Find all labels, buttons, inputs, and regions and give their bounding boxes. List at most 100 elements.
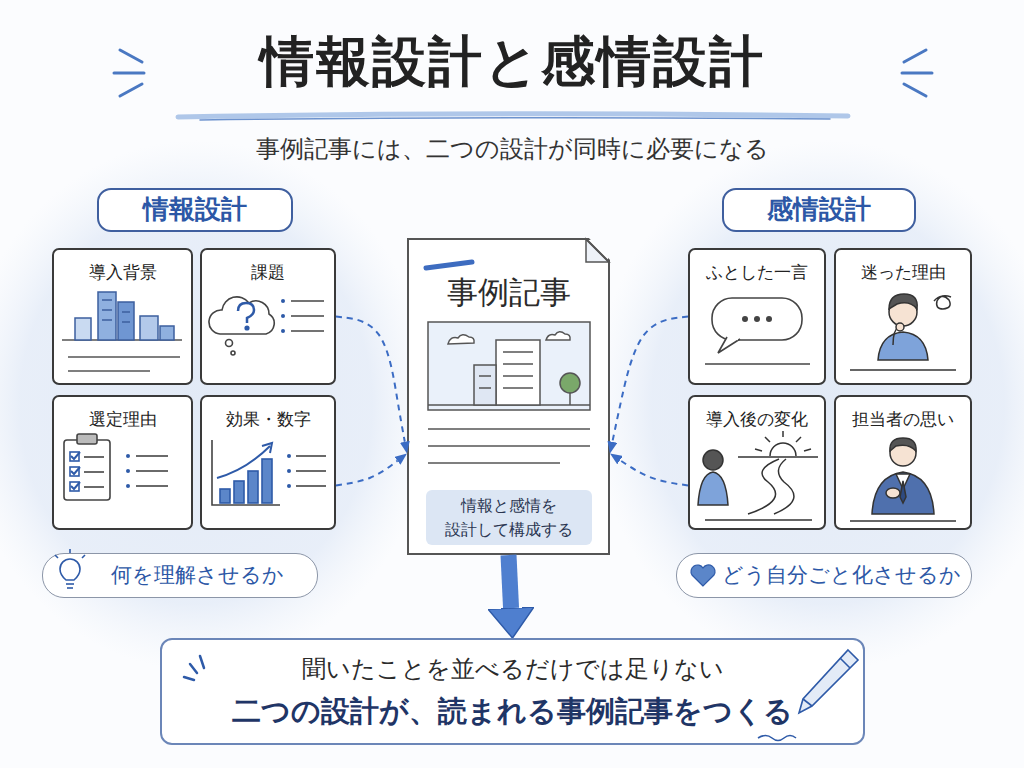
sparkle-marks (200, 656, 204, 668)
question-cloud-icon (245, 326, 249, 330)
topic-card: 迷った理由 (834, 248, 972, 385)
checklist-icon (77, 434, 97, 444)
document-art (479, 387, 491, 389)
bar-chart-icon (248, 471, 258, 503)
summary-pill: どう自分ごと化させるか (676, 553, 972, 598)
checklist-icon (126, 469, 130, 473)
bulb-icon (60, 559, 80, 580)
node-text: 何を理解させるか (111, 563, 284, 588)
sincere-person-icon (900, 481, 906, 503)
speech-bubble-icon (729, 337, 738, 339)
sparkle-marks (184, 656, 204, 680)
document-art (428, 462, 560, 464)
buildings-icon (68, 370, 150, 372)
node-text: 聞いたことを並べるだけでは足りない (302, 655, 724, 684)
document-art (503, 387, 533, 389)
topic-card: 導入背景 (52, 248, 193, 385)
diagram-title: 情報設計と感情設計 (0, 26, 1024, 99)
bar-chart-icon (212, 440, 326, 505)
buildings-icon (102, 309, 112, 311)
sparkle-marks (184, 677, 194, 680)
flow-arrow (612, 317, 688, 442)
title-accent (120, 84, 142, 96)
bar-chart-icon (296, 470, 326, 472)
bar-chart-icon (287, 469, 291, 473)
node-text: 情報設計 (143, 194, 247, 225)
sincere-person-icon (890, 440, 916, 466)
sincere-person-icon (850, 520, 956, 522)
connector-group (336, 317, 688, 609)
checklist-icon (84, 486, 104, 488)
document-art (426, 235, 613, 463)
buildings-icon (160, 326, 174, 340)
document-art (474, 365, 496, 405)
document-art (496, 340, 540, 405)
flow-arrow (336, 317, 405, 442)
title-underline (178, 114, 848, 117)
flow-arrow (620, 460, 688, 485)
checklist-icon (70, 467, 79, 476)
buildings-icon (68, 356, 180, 358)
topic-card: 課題 (200, 248, 336, 385)
note-box: 情報と感情を 設計して構成する (426, 490, 592, 545)
speech-bubble-icon (712, 298, 802, 340)
sparkle-marks (190, 664, 197, 673)
question-cloud-icon (226, 340, 233, 347)
topic-card: 担当者の思い (834, 395, 972, 530)
thinking-person-icon (934, 296, 951, 309)
bulb-icon (55, 549, 85, 588)
sunrise-path-icon (765, 437, 770, 442)
sincere-person-icon (890, 438, 916, 451)
speech-bubble-icon (742, 316, 748, 322)
bar-chart-icon (296, 455, 326, 457)
document-art (428, 322, 590, 410)
pen-icon (758, 736, 796, 741)
node-text: 事例記事 (447, 274, 571, 311)
thinking-person-icon (878, 332, 928, 360)
document-art (448, 335, 474, 344)
checklist-icon (136, 470, 168, 472)
question-cloud-icon (291, 315, 324, 317)
pen-icon (803, 699, 812, 706)
node-text: 感情設計 (767, 194, 871, 225)
title-underline (200, 118, 830, 120)
bulb-icon (55, 555, 58, 558)
node-text: 導入背景 (89, 262, 157, 282)
document-art (546, 332, 570, 340)
node-text: 課題 (251, 262, 285, 282)
node-text: 迷った理由 (861, 262, 946, 282)
document-art (428, 445, 590, 447)
bar-chart-icon (296, 485, 326, 487)
question-cloud-icon (291, 330, 324, 332)
node-text: 導入後の変化 (706, 409, 808, 429)
right-blob (593, 140, 1024, 670)
node-text: 情報と感情を 設計して構成する (436, 494, 582, 540)
bar-chart-icon (262, 459, 272, 503)
bar-chart-icon (220, 489, 230, 503)
speech-bubble-icon (705, 363, 810, 365)
checklist-icon (70, 452, 79, 461)
title-accent (120, 50, 142, 62)
summary-pill: 何を理解させるか (42, 553, 318, 598)
flow-arrow (509, 555, 512, 608)
checklist-icon (64, 440, 110, 500)
bulb-icon (66, 583, 74, 585)
sunrise-path-icon (796, 437, 801, 442)
sunrise-path-icon (698, 472, 728, 505)
buildings-icon (118, 302, 134, 340)
document-art (586, 235, 613, 263)
document-art (586, 239, 609, 262)
document-art (503, 351, 533, 353)
sunrise-path-icon (738, 456, 818, 458)
pen-icon (840, 658, 850, 668)
speech-bubble-icon (754, 316, 760, 322)
checklist-icon (84, 471, 104, 473)
buildings-icon (98, 292, 116, 340)
sunrise-path-icon (748, 459, 779, 514)
bar-chart-icon (212, 440, 280, 505)
title-accent (114, 72, 144, 75)
document-art (503, 375, 533, 377)
topic-card: 選定理由 (52, 395, 193, 530)
question-cloud-icon (209, 297, 324, 355)
